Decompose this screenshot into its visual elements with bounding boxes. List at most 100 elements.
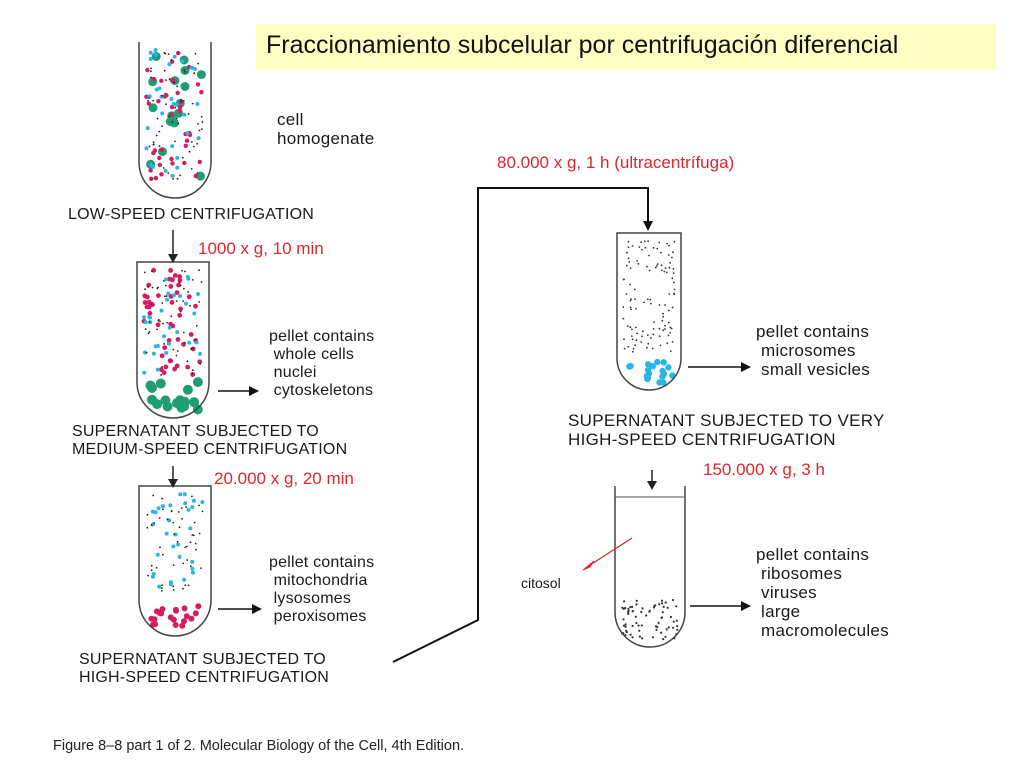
particle xyxy=(200,128,203,131)
particle xyxy=(167,53,170,55)
particle xyxy=(629,283,631,286)
particle xyxy=(642,330,644,333)
particle xyxy=(638,246,641,248)
particle xyxy=(184,584,187,586)
particle xyxy=(670,327,673,330)
particle xyxy=(655,628,658,632)
particle xyxy=(159,606,166,613)
particle xyxy=(177,312,183,318)
particle xyxy=(629,267,632,270)
particle xyxy=(667,321,670,324)
step4-condition: 150.000 x g, 3 h xyxy=(703,460,825,479)
particle xyxy=(653,321,655,323)
particle xyxy=(666,271,668,274)
particle xyxy=(153,510,158,515)
particle xyxy=(646,265,648,268)
particle xyxy=(661,602,664,605)
particle xyxy=(169,104,175,110)
particle xyxy=(665,628,668,631)
particle xyxy=(191,102,194,105)
particle xyxy=(164,351,169,355)
particle xyxy=(192,66,197,71)
particle xyxy=(144,294,150,300)
particle xyxy=(672,620,675,623)
particle xyxy=(157,286,160,289)
particle xyxy=(661,611,664,614)
particle xyxy=(150,270,153,273)
particle xyxy=(659,344,662,347)
particle xyxy=(163,364,169,370)
particle xyxy=(200,116,203,118)
particle xyxy=(159,546,161,549)
particle xyxy=(167,172,170,174)
particle xyxy=(159,78,164,84)
particle xyxy=(182,384,193,395)
particle xyxy=(669,615,673,619)
particle xyxy=(159,308,164,313)
particle xyxy=(162,280,165,282)
particle xyxy=(182,100,185,102)
particle xyxy=(158,367,164,372)
particle xyxy=(630,335,633,337)
particle xyxy=(667,626,670,629)
particle xyxy=(187,291,190,293)
particle xyxy=(660,264,663,267)
particle xyxy=(146,282,152,288)
particle xyxy=(178,492,183,497)
particle xyxy=(162,167,165,169)
particle xyxy=(651,636,655,639)
particle xyxy=(143,350,147,355)
particle xyxy=(638,629,641,632)
particle xyxy=(192,610,199,617)
particle xyxy=(161,370,167,375)
particle xyxy=(172,585,175,588)
particle xyxy=(172,606,179,613)
particle xyxy=(191,534,194,536)
particle xyxy=(175,156,180,160)
particle xyxy=(174,290,180,295)
particle xyxy=(194,339,197,341)
particle xyxy=(664,324,666,327)
tube5-pellet-label: pellet contains ribosomes viruses large … xyxy=(756,545,889,641)
particle xyxy=(190,505,195,510)
particle xyxy=(189,304,192,307)
citosol-label: citosol xyxy=(521,575,561,591)
particle xyxy=(169,97,174,101)
particle xyxy=(646,346,648,349)
particle xyxy=(151,286,154,289)
particle xyxy=(664,304,666,306)
particle xyxy=(627,607,630,610)
particle xyxy=(625,629,628,632)
particle xyxy=(168,78,171,80)
particle xyxy=(161,584,163,587)
particle xyxy=(153,48,158,53)
particle xyxy=(143,320,148,325)
particle xyxy=(149,176,154,181)
particle xyxy=(627,240,630,243)
particle xyxy=(673,293,676,296)
particle xyxy=(197,359,203,365)
particle xyxy=(661,319,664,322)
particle xyxy=(162,508,164,511)
particle xyxy=(182,160,187,166)
particle xyxy=(169,156,174,162)
particle xyxy=(195,548,197,551)
particle xyxy=(644,366,652,374)
particle xyxy=(655,265,658,267)
particle xyxy=(170,161,175,166)
particle xyxy=(666,242,669,245)
particle xyxy=(179,310,182,313)
particle xyxy=(147,315,152,319)
particle xyxy=(198,269,201,272)
particle xyxy=(142,370,147,375)
tube-1 xyxy=(138,42,212,199)
particle xyxy=(150,70,152,73)
particle xyxy=(174,102,179,107)
particle xyxy=(198,532,201,535)
particle xyxy=(163,69,166,72)
particle xyxy=(172,54,177,59)
particle xyxy=(179,622,186,629)
particle xyxy=(161,302,164,304)
particle xyxy=(187,113,190,115)
particle xyxy=(175,165,180,170)
